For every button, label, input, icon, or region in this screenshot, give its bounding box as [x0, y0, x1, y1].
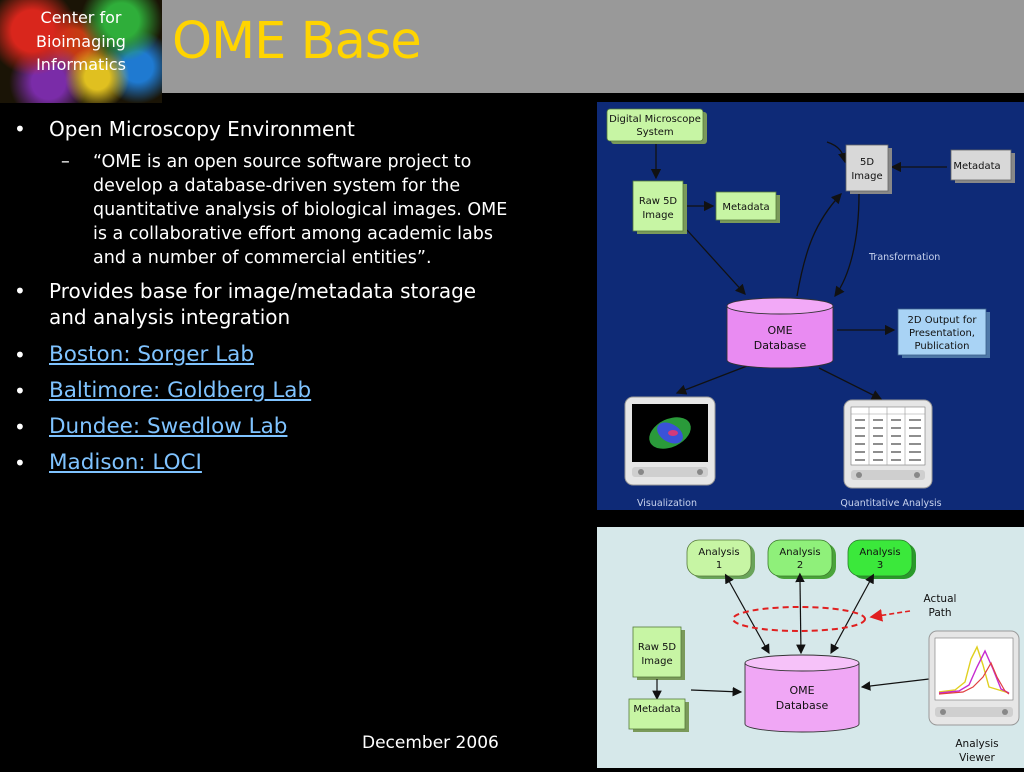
5d-image-label-1: 5D — [860, 157, 874, 168]
ome-database-cylinder — [726, 297, 834, 369]
digital-microscope-label-1: Digital Microscope — [609, 114, 701, 125]
database-label-1: OME — [767, 324, 792, 337]
quantitative-analysis-label: Quantitative Analysis — [840, 498, 941, 509]
5d-image-label-2: Image — [851, 171, 882, 182]
raw-5d-image-box — [632, 180, 684, 232]
transformation-label: Transformation — [868, 252, 940, 263]
link-baltimore-goldberg[interactable]: Baltimore: Goldberg Lab — [49, 378, 312, 403]
logo-line-1: Center for — [40, 8, 122, 27]
ome-architecture-diagram: Digital Microscope System Raw 5D Image M… — [597, 102, 1024, 510]
2d-output-label-1: 2D Output for — [908, 315, 978, 326]
metadata-right-label: Metadata — [953, 161, 1000, 172]
raw-5d-label-1: Raw 5D — [639, 196, 678, 207]
link-dundee-swedlow[interactable]: Dundee: Swedlow Lab — [49, 414, 288, 439]
analysis-viewer-label-2: Viewer — [959, 752, 995, 764]
analysis-path-diagram: Analysis 1 Analysis 2 Analysis 3 Actual … — [597, 527, 1024, 768]
raw-5d-image-box — [632, 626, 682, 678]
analysis-3-label-2: 3 — [877, 560, 883, 571]
quantitative-analysis-monitor-icon — [843, 399, 933, 489]
raw-5d-label-2: Image — [642, 210, 673, 221]
bullet-item: •Baltimore: Goldberg Lab — [14, 378, 312, 403]
quote-text: “OME is an open source software project … — [93, 152, 508, 268]
metadata-left-label: Metadata — [722, 202, 769, 213]
analysis-viewer-monitor-icon — [928, 630, 1020, 726]
link-madison-loci[interactable]: Madison: LOCI — [49, 450, 202, 475]
actual-path-highlight — [732, 606, 866, 632]
actual-path-label-2: Path — [928, 607, 951, 619]
5d-image-box — [845, 144, 889, 192]
bullet-text: Provides base for image/metadata storage… — [49, 279, 477, 329]
analysis-1-box — [686, 539, 752, 577]
link-boston-sorger[interactable]: Boston: Sorger Lab — [49, 342, 255, 367]
digital-microscope-label-2: System — [636, 127, 673, 138]
analysis-1-label-2: 1 — [716, 560, 722, 571]
2d-output-box — [897, 308, 987, 356]
raw-5d-label-2: Image — [641, 656, 672, 667]
database-label-2: Database — [776, 699, 829, 712]
bullet-item: •Madison: LOCI — [14, 450, 202, 475]
actual-path-label-1: Actual — [924, 593, 957, 605]
analysis-viewer-label-1: Analysis — [955, 738, 998, 750]
metadata-right-box — [950, 149, 1012, 181]
analysis-2-label-2: 2 — [797, 560, 803, 571]
visualization-label: Visualization — [637, 498, 697, 509]
logo-line-2: Bioimaging — [36, 31, 126, 51]
analysis-2-label-1: Analysis — [779, 547, 820, 558]
cbi-logo: Center for Bioimaging Informatics — [0, 0, 162, 103]
metadata-left-box — [715, 191, 777, 221]
bullet-text: Open Microscopy Environment — [49, 117, 355, 141]
footer-date: December 2006 — [362, 733, 499, 753]
analysis-3-label-1: Analysis — [859, 547, 900, 558]
2d-output-label-3: Publication — [915, 341, 970, 352]
analysis-3-box — [847, 539, 913, 577]
analysis-1-label-1: Analysis — [698, 547, 739, 558]
bullet-item: •Boston: Sorger Lab — [14, 342, 255, 367]
metadata-box — [628, 698, 686, 730]
bullet-item: •Provides base for image/metadata storag… — [14, 279, 477, 329]
bullet-list: •Open Microscopy Environment –“OME is an… — [14, 116, 514, 484]
sub-bullet: –“OME is an open source software project… — [61, 152, 508, 268]
database-label-2: Database — [754, 339, 807, 352]
ome-database-cylinder — [744, 654, 860, 733]
metadata-label: Metadata — [633, 704, 680, 715]
slide-title: OME Base — [172, 12, 422, 71]
digital-microscope-box — [606, 108, 704, 142]
bullet-item: •Dundee: Swedlow Lab — [14, 414, 288, 439]
visualization-monitor-icon — [624, 396, 716, 486]
bullet-item: •Open Microscopy Environment — [14, 117, 355, 141]
raw-5d-label-1: Raw 5D — [638, 642, 677, 653]
database-label-1: OME — [789, 684, 814, 697]
2d-output-label-2: Presentation, — [909, 328, 975, 339]
logo-line-3: Informatics — [36, 55, 126, 74]
title-bar — [0, 0, 1024, 93]
